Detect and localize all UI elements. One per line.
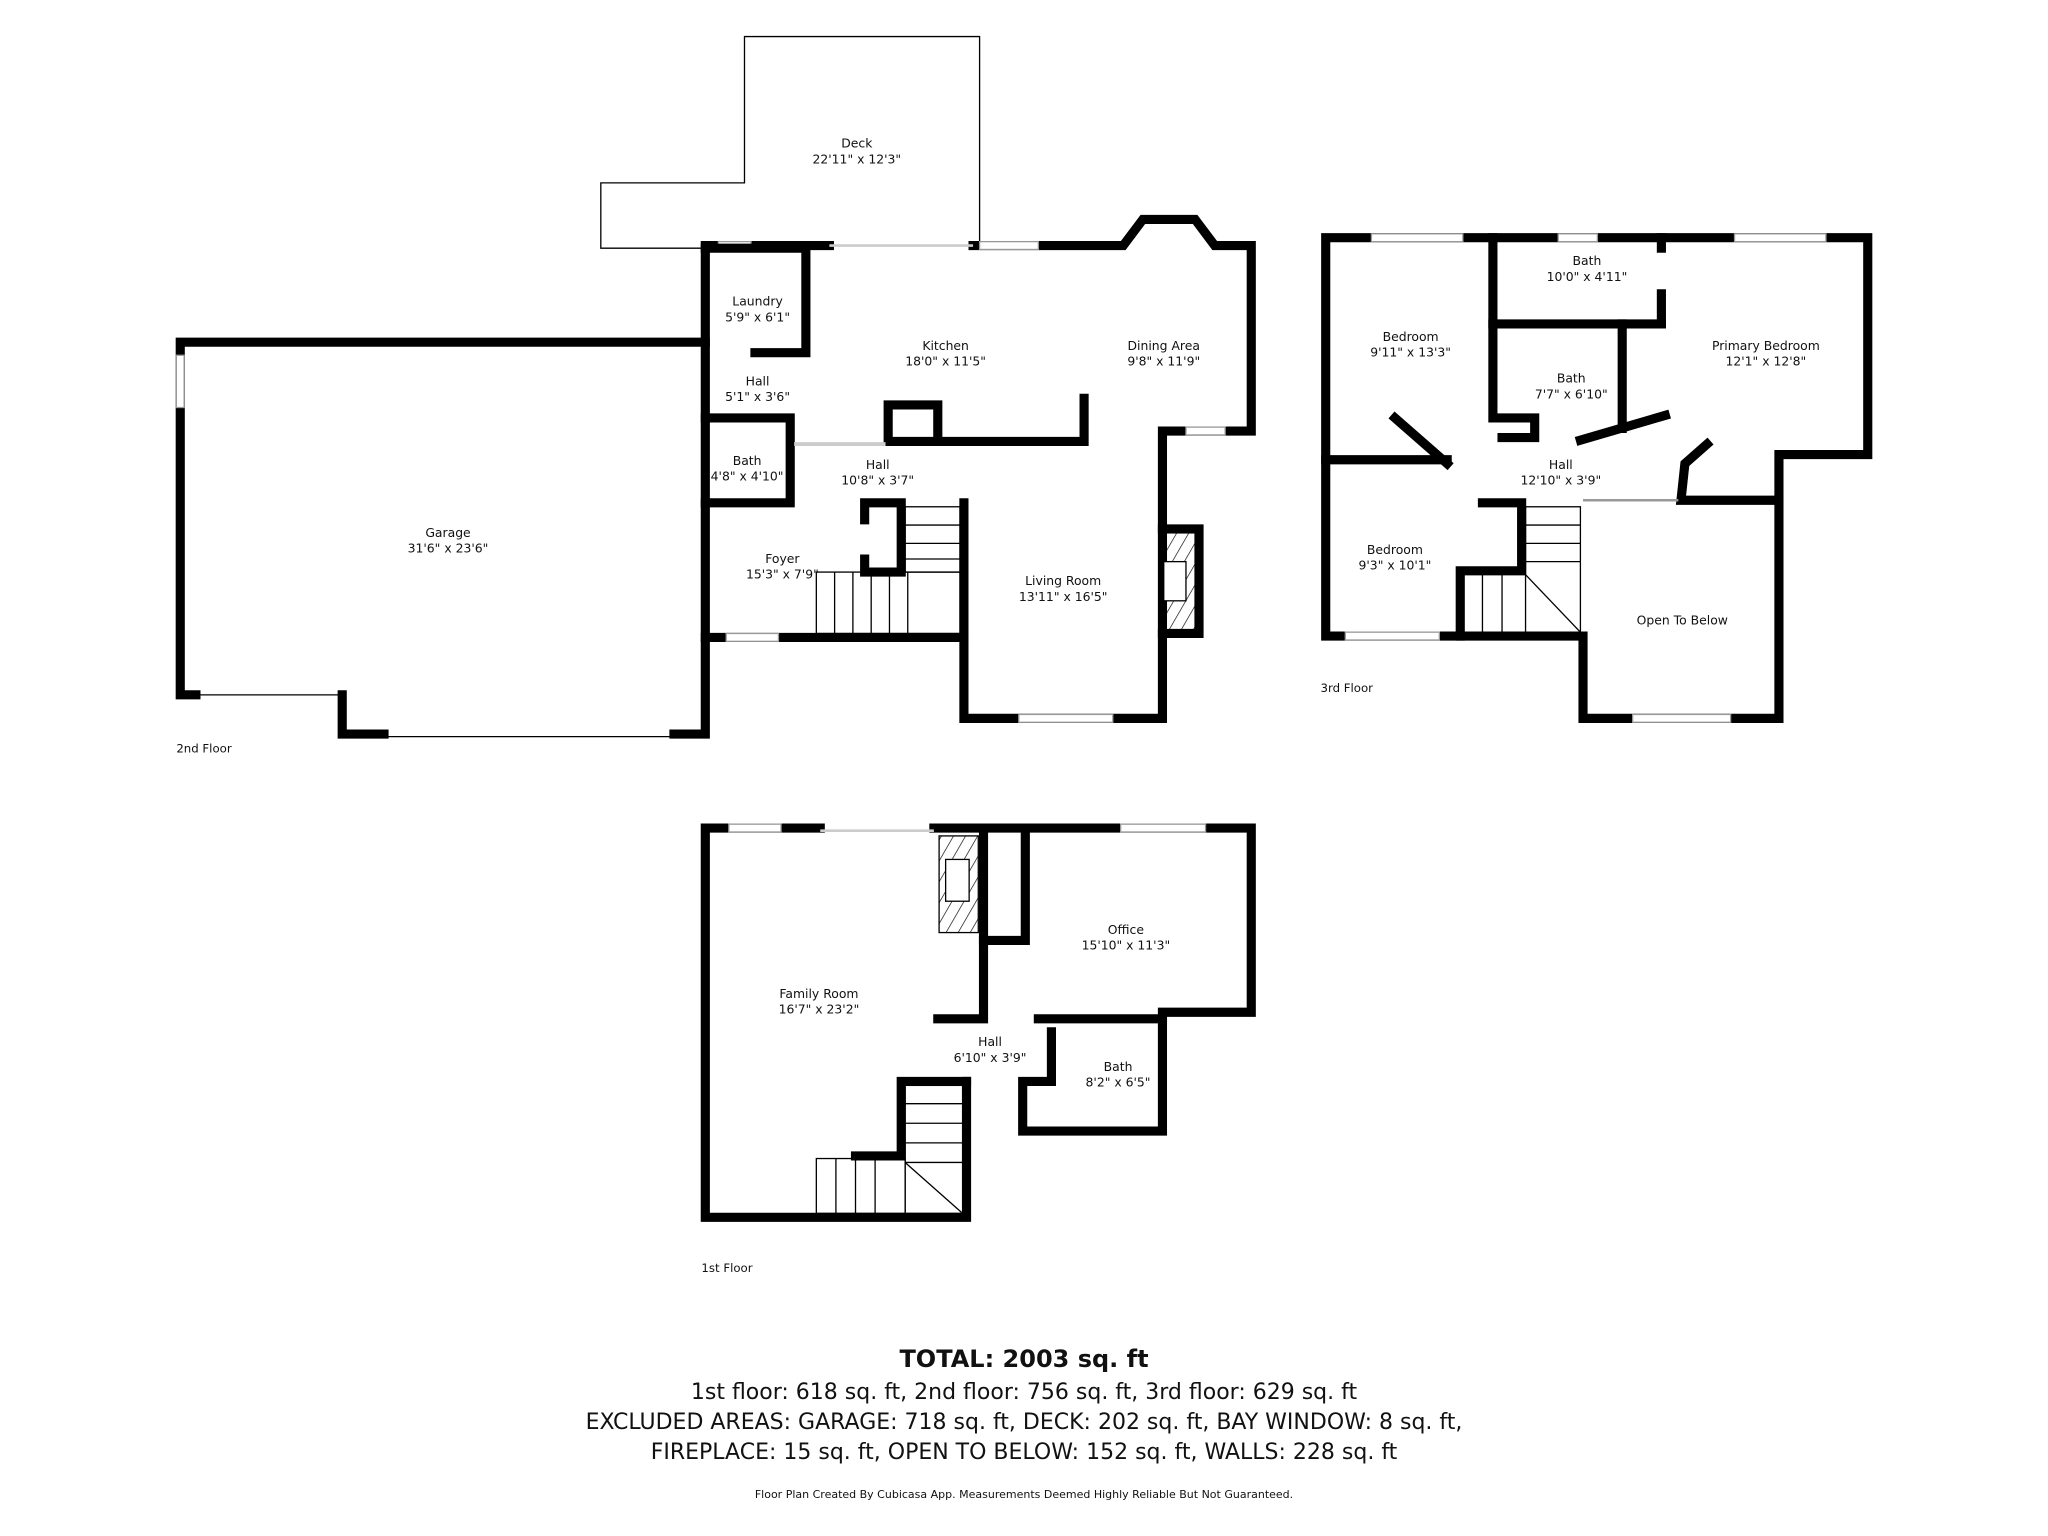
room-size: 9'8" x 11'9" <box>1127 354 1200 369</box>
garage-wall-right <box>669 632 710 739</box>
excluded-areas-continued: FIREPLACE: 15 sq. ft, OPEN TO BELOW: 152… <box>650 1440 1398 1465</box>
room-name: Family Room <box>779 986 858 1001</box>
deck-outline <box>600 35 981 249</box>
room-name: Open To Below <box>1637 612 1728 627</box>
floor-label: 2nd Floor <box>176 741 232 755</box>
room-name: Bedroom <box>1367 542 1423 557</box>
room-labels-first: Office 15'10" x 11'3" Family Room 16'7" … <box>701 922 1170 1275</box>
room-size: 18'0" x 11'5" <box>905 354 986 369</box>
room-name: Deck <box>841 136 873 151</box>
room-name: Bath <box>1104 1059 1133 1074</box>
stairs <box>1481 506 1582 633</box>
room-name: Bath <box>733 453 762 468</box>
room-name: Hall <box>866 457 890 472</box>
room-size: 9'11" x 13'3" <box>1370 345 1451 360</box>
floor-label: 1st Floor <box>701 1261 752 1275</box>
closet-walls <box>860 498 906 577</box>
room-size: 7'7" x 6'10" <box>1535 386 1608 401</box>
room-size: 12'1" x 12'8" <box>1726 354 1807 369</box>
second-floor-plan <box>175 35 1256 739</box>
room-size: 5'9" x 6'1" <box>725 309 790 324</box>
room-size: 10'0" x 4'11" <box>1547 269 1628 284</box>
room-size: 4'8" x 4'10" <box>711 469 784 484</box>
room-name: Bath <box>1573 253 1602 268</box>
room-size: 22'11" x 12'3" <box>813 151 902 166</box>
garage-wall-bottom <box>337 690 389 739</box>
room-size: 15'3" x 7'9" <box>746 567 819 582</box>
room-size: 12'10" x 3'9" <box>1520 473 1601 488</box>
excluded-areas: EXCLUDED AREAS: GARAGE: 718 sq. ft, DECK… <box>585 1410 1463 1435</box>
first-floor-plan <box>700 823 1256 1222</box>
room-size: 31'6" x 23'6" <box>408 540 489 555</box>
room-size: 16'7" x 23'2" <box>779 1002 860 1017</box>
third-floor-plan <box>1321 233 1873 723</box>
room-name: Hall <box>746 373 770 388</box>
room-labels-third: Bedroom 9'11" x 13'3" Bath 10'0" x 4'11"… <box>1320 253 1819 695</box>
room-size: 10'8" x 3'7" <box>841 473 914 488</box>
laundry-walls <box>700 243 811 358</box>
floor-label: 3rd Floor <box>1320 681 1373 695</box>
kitchen-counter-wall <box>883 393 1089 447</box>
bath-walls <box>700 413 795 508</box>
room-name: Kitchen <box>922 338 969 353</box>
garage-walls <box>175 337 710 700</box>
room-name: Hall <box>1549 457 1573 472</box>
room-labels-second: Deck 22'11" x 12'3" Laundry 5'9" x 6'1" … <box>176 136 1200 756</box>
room-name: Office <box>1108 922 1144 937</box>
room-size: 8'2" x 6'5" <box>1086 1075 1151 1090</box>
room-name: Foyer <box>765 551 800 566</box>
room-name: Laundry <box>732 294 783 309</box>
room-size: 15'10" x 11'3" <box>1082 938 1171 953</box>
stairs <box>815 1084 964 1215</box>
disclaimer: Floor Plan Created By Cubicasa App. Meas… <box>754 1488 1294 1501</box>
room-name: Dining Area <box>1128 338 1200 353</box>
total-area: TOTAL: 2003 sq. ft <box>899 1345 1149 1373</box>
room-name: Bath <box>1557 371 1586 386</box>
room-name: Hall <box>978 1034 1002 1049</box>
room-name: Living Room <box>1025 573 1101 588</box>
room-size: 5'1" x 3'6" <box>725 389 790 404</box>
stairs <box>815 506 961 635</box>
room-size: 6'10" x 3'9" <box>954 1050 1027 1065</box>
room-size: 13'11" x 16'5" <box>1019 589 1108 604</box>
window <box>175 354 185 409</box>
room-name: Garage <box>425 525 470 540</box>
floor-areas: 1st floor: 618 sq. ft, 2nd floor: 756 sq… <box>690 1380 1358 1405</box>
room-name: Bedroom <box>1383 329 1439 344</box>
room-name: Primary Bedroom <box>1712 338 1820 353</box>
room-size: 9'3" x 10'1" <box>1359 557 1432 572</box>
